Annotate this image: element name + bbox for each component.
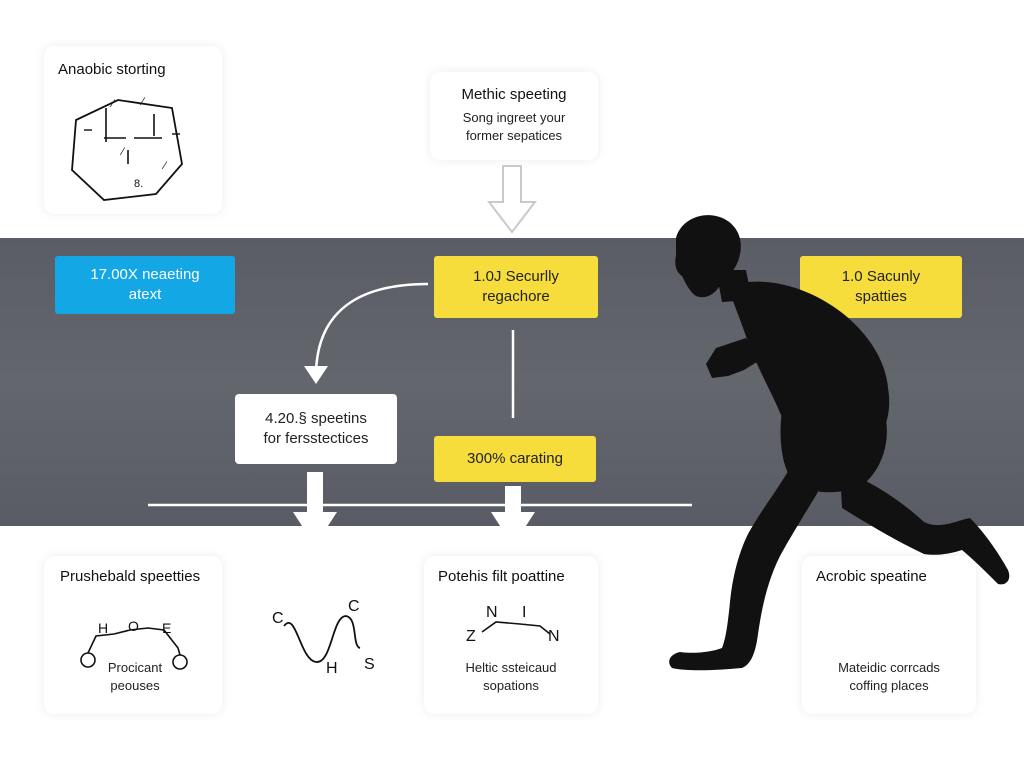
center-yellow-line1: 1.0J Securlly [473,268,559,285]
right-yellow-line2: spatties [855,288,907,305]
prushebald-card-title: Prushebald speetties [60,568,201,585]
potehis-caption-line2: sopations [483,678,539,693]
molecule-label-z: Z [466,628,476,645]
aerobic-caption-line2: coffing places [849,678,929,693]
hexagon-structure-icon [71,99,183,201]
center-yellow-box: 1.0J Securlly regachore [434,256,598,318]
molecule-label-h: H [98,620,109,636]
squiggle-label-c2: C [348,598,360,615]
molecule-label-e: E [162,620,172,636]
glyph-c: ∕ [122,146,124,158]
molecule-chain-icon [80,627,188,670]
molecule-label-i: I [522,604,527,621]
molecule-label-n1: N [486,604,498,621]
glyph-d: ∕ [164,160,166,172]
prushebald-card: Prushebald speetties H O E Procicant peo… [44,556,222,714]
methic-card-line2: former sepatices [465,128,563,143]
carating-label: 300% carating [467,450,563,467]
left-down-arrow-icon [293,472,337,546]
white-box-line2: for fersstectices [263,430,369,447]
center-down-arrow-icon [491,486,535,546]
prushebald-caption-line2: peouses [110,678,160,693]
blue-heating-box: 17.00X neaeting atext [55,256,235,314]
anaerobic-card-title: Anaobic storting [58,61,166,78]
anaerobic-card: Anaobic storting ∕ ∕ ∕ ∕ 8. [44,46,222,214]
glyph-e: 8. [134,178,144,190]
blue-box-line2: atext [128,286,162,303]
carating-box: 300% carating [434,436,596,482]
prushebald-caption-line1: Procicant [107,660,163,675]
molecule-label-o: O [128,618,139,634]
center-yellow-line2: regachore [482,288,550,305]
methic-card-line1: Song ingreet your [462,110,566,125]
glyph-b: ∕ [142,96,144,108]
nitrogen-molecule-icon [481,621,551,635]
squiggle-label-s: S [364,656,375,673]
blue-box-line1: 17.00X neaeting [90,266,200,283]
aerobic-caption-line1: Mateidic corrcads [838,660,940,675]
white-speetins-box: 4.20.§ speetins for fersstectices [235,394,397,464]
aerobic-card: Acrobic speatine Mateidic corrcads coffi… [802,556,976,714]
methic-card: Methic speeting Song ingreet your former… [430,72,598,160]
curved-arrow-line [314,282,429,373]
down-arrow-icon [486,165,538,234]
potehis-caption-line1: Heltic ssteicaud [465,660,557,675]
aerobic-card-title: Acrobic speatine [816,568,927,585]
molecule-label-n2: N [548,628,560,645]
curved-arrowhead-icon [304,366,328,384]
squiggle-label-c1: C [272,610,284,627]
methic-card-title: Methic speeting [461,86,567,103]
right-yellow-line1: 1.0 Sacunly [841,268,921,285]
glyph-a: ∕ [112,98,114,110]
potehis-card: Potehis filt poattine N I Z N Heltic sst… [424,556,598,714]
potehis-card-title: Potehis filt poattine [438,568,565,585]
squiggle-label-h: H [326,660,338,677]
white-box-line1: 4.20.§ speetins [265,410,367,427]
